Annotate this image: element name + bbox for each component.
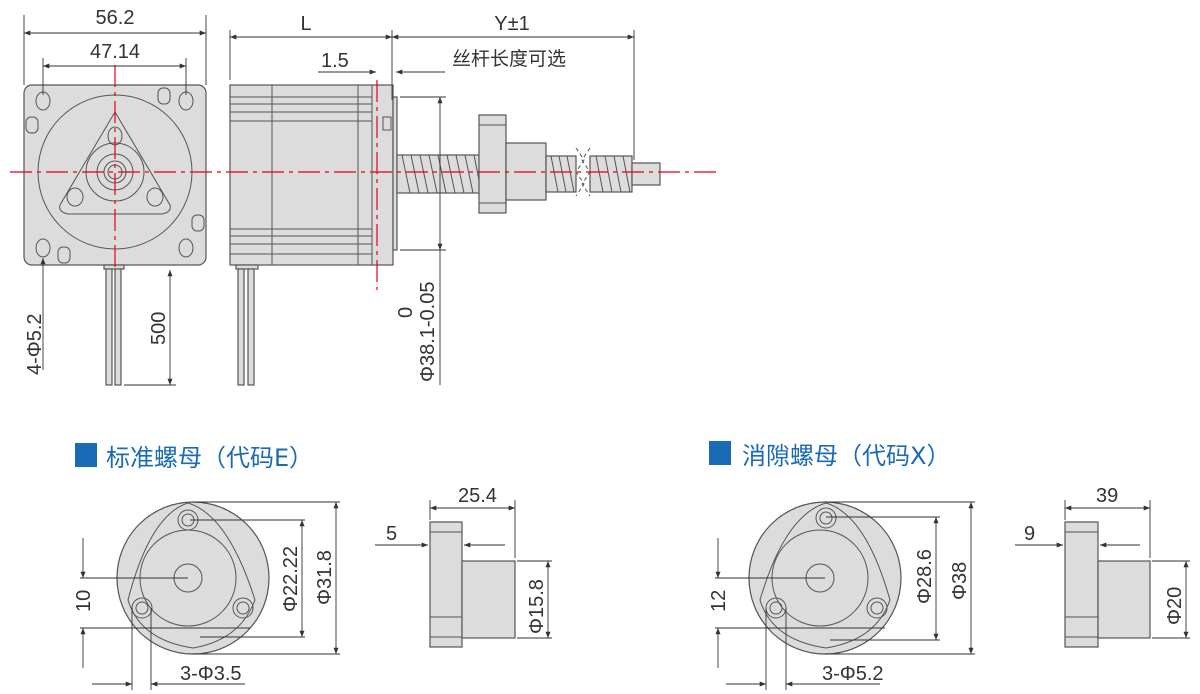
dim-lead-length: 500 bbox=[148, 312, 170, 345]
dim-mount-holes: 4-Φ5.2 bbox=[24, 313, 46, 375]
nut-antibacklash-title: 消隙螺母（代码X） bbox=[742, 442, 950, 470]
dim-body-diameter-e: Φ15.8 bbox=[526, 579, 548, 634]
motor-side-view bbox=[229, 84, 661, 386]
dim-pitch-diameter-x: Φ28.6 bbox=[914, 549, 936, 604]
dim-body-diameter-x: Φ20 bbox=[1164, 587, 1186, 625]
dim-flange-thickness-e: 5 bbox=[386, 523, 397, 545]
dim-outer-diameter-e: Φ31.8 bbox=[314, 550, 336, 605]
dim-holes-x: 3-Φ5.2 bbox=[822, 663, 884, 685]
dim-hole-offset-e: 10 bbox=[73, 590, 95, 612]
section-marker-icon bbox=[709, 441, 731, 465]
dim-flange-thickness-x: 9 bbox=[1024, 523, 1035, 545]
dim-pitch-diameter-e: Φ22.22 bbox=[280, 546, 302, 612]
dim-hole-offset-x: 12 bbox=[708, 590, 730, 612]
motor-dimensions: 56.2 47.14 4-Φ5.2 500 L Y±1 丝杆长度可选 1.5 0… bbox=[23, 7, 635, 386]
dim-length-x: 39 bbox=[1096, 485, 1118, 507]
dim-holes-e: 3-Φ3.5 bbox=[180, 663, 242, 685]
dim-boss-height: 1.5 bbox=[321, 50, 349, 72]
nut-standard-section: 标准螺母（代码E） 10 Φ22.22 Φ31.8 3-Φ3.5 2 bbox=[73, 443, 552, 690]
dim-boss-tolerance-upper: 0 bbox=[395, 307, 417, 318]
dim-width: 56.2 bbox=[96, 7, 135, 29]
dim-outer-diameter-x: Φ38 bbox=[949, 562, 971, 600]
dim-hole-pitch: 47.14 bbox=[90, 41, 140, 63]
screw-length-note: 丝杆长度可选 bbox=[452, 48, 566, 70]
dim-screw-length: Y±1 bbox=[494, 13, 529, 35]
nut-antibacklash-section: 消隙螺母（代码X） 12 Φ28.6 Φ38 3-Φ5.2 39 bbox=[708, 441, 1190, 690]
dim-length: L bbox=[300, 13, 311, 35]
dim-length-e: 25.4 bbox=[458, 485, 497, 507]
section-marker-icon bbox=[75, 443, 97, 467]
nut-standard-title: 标准螺母（代码E） bbox=[106, 444, 313, 472]
dim-boss-diameter: Φ38.1-0.05 bbox=[417, 282, 439, 382]
